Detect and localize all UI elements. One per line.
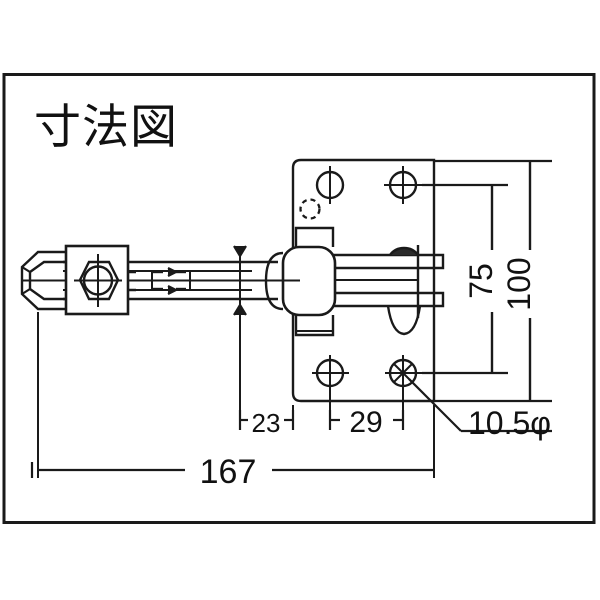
dimension-label-75: 75	[463, 263, 499, 299]
hole-top-right	[384, 166, 422, 204]
clamp-assembly	[20, 158, 445, 403]
dimension-label-hole-diameter: 10.5φ	[468, 405, 551, 441]
handle-arms	[300, 245, 445, 336]
hex-nut	[64, 244, 130, 316]
dimension-label-167: 167	[200, 453, 257, 491]
dimension-lines	[30, 159, 552, 478]
hole-hidden-dashed	[299, 198, 321, 220]
hole-top-left	[315, 166, 345, 204]
dimension-label-23: 23	[252, 408, 281, 438]
dimension-label-100: 100	[501, 257, 537, 310]
dimension-label-29: 29	[349, 406, 382, 439]
page-title: 寸法図	[34, 100, 178, 155]
pointed-spindle-tip	[20, 250, 66, 311]
